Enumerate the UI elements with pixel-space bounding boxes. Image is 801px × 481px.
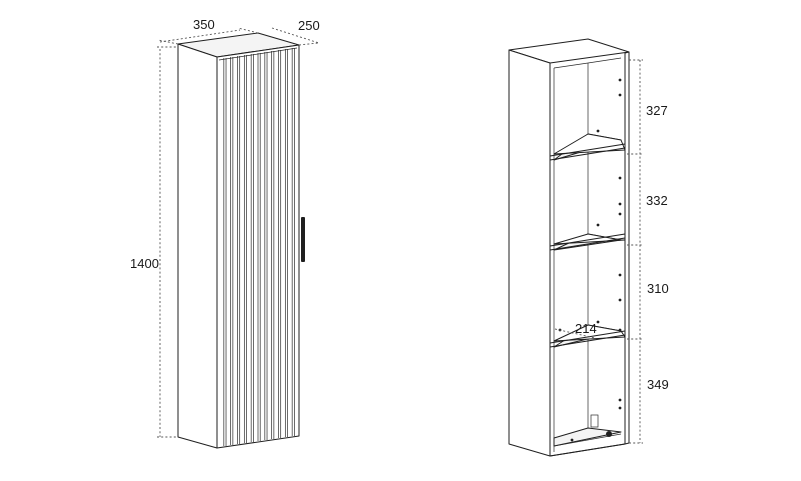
dim-width-ext-left [157,39,179,45]
shelf-pin-icon [618,93,622,97]
shelf-pin-icon [618,202,622,206]
dim-width-label: 350 [193,17,215,32]
dim-compartment-1-label: 327 [646,103,668,118]
dim-width-ext-right [237,27,259,34]
shelf-pin-icon [618,176,622,180]
shelf-front-edge [549,334,626,348]
bottom-front-edge [549,443,626,457]
open-cabinet-back-edge [549,53,626,457]
inner-back-top [587,57,622,64]
shelf-pin-icon [618,78,622,82]
dim-compartment-3-label: 310 [647,281,669,296]
hinge-plate-icon [590,414,599,428]
dim-width-line [159,29,241,43]
shelf-pin-icon [596,129,600,133]
closed-cabinet [177,32,305,449]
closed-cabinet-side [177,43,218,449]
open-cabinet-bottom [553,427,622,447]
shelf-pin-icon [618,212,622,216]
shelf-front-edge [549,330,626,344]
shelf-front-edge [549,143,626,157]
open-cabinet [508,38,630,457]
shelf-pin-icon [618,298,622,302]
shelf-pin-icon [618,273,622,277]
dim-inner-depth-label: 214 [575,321,597,336]
shelf-front-edge [549,233,626,247]
door-handle [301,217,305,262]
closed-cabinet-dimensions [157,27,320,438]
inner-top-line [553,62,589,69]
dim-compartment-2-label: 332 [646,193,668,208]
dim-compartment-4-label: 349 [647,377,669,392]
door-top-edge [218,47,298,61]
dim-inner-depth-line [554,328,596,339]
bottom-screw-icon [606,431,612,437]
open-cabinet-dimensions [554,59,643,444]
shelf-front-edge [549,147,626,161]
dim-height-label: 1400 [130,256,159,271]
dim-depth-ext [298,42,319,46]
open-cabinet-side [508,49,551,457]
open-cabinet-right-edge [624,51,630,445]
shelves [549,133,626,348]
shelf-pin-icon [596,320,600,324]
door-fluting [223,48,295,446]
shelf-pin-icon [596,223,600,227]
shelf-pin-icon [618,328,622,332]
shelf-pin-icon [618,398,622,402]
bottom-screw-icon [570,438,574,442]
shelf-surface [553,133,626,155]
shelf-pin-icon [618,406,622,410]
dim-depth-label: 250 [298,18,320,33]
shelf-front-edge [549,237,626,251]
